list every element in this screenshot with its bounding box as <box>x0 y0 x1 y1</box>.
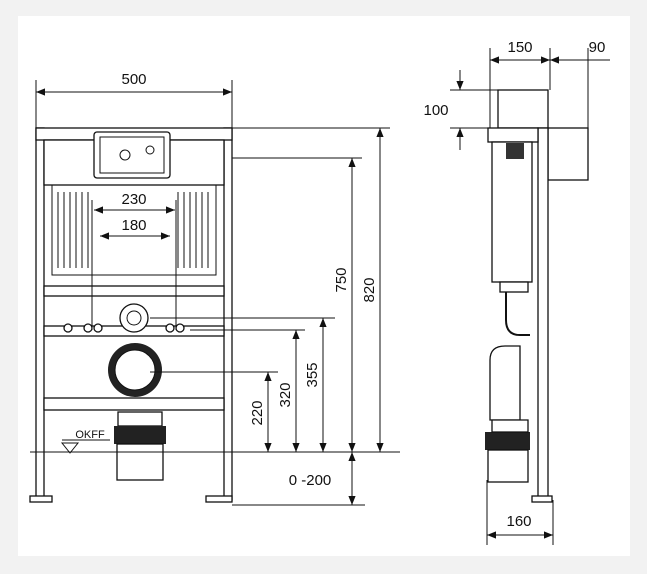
front-dimensions <box>30 80 400 506</box>
dim-320: 320 <box>277 382 294 407</box>
dim-500: 500 <box>121 71 146 88</box>
front-frame <box>29 127 233 503</box>
dim-100: 100 <box>423 102 448 119</box>
dim-160: 160 <box>506 513 531 530</box>
dim-355: 355 <box>304 362 321 387</box>
side-dimensions <box>450 48 610 545</box>
dim-230: 230 <box>121 191 146 208</box>
dim-90: 90 <box>589 39 606 56</box>
dim-150: 150 <box>507 39 532 56</box>
dim-750: 750 <box>333 267 350 292</box>
side-view <box>485 89 589 503</box>
dim-180: 180 <box>121 217 146 234</box>
floor-label: OKFF <box>75 429 105 441</box>
dim-0-200: 0 -200 <box>289 472 332 489</box>
dim-820: 820 <box>361 277 378 302</box>
dim-220: 220 <box>249 400 266 425</box>
